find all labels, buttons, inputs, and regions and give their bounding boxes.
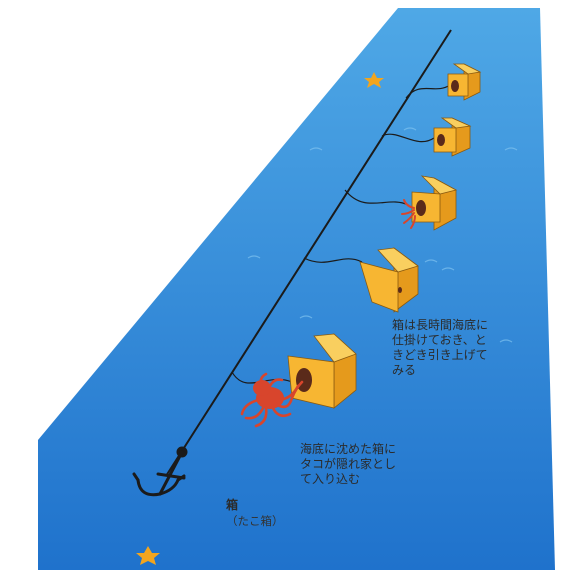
starfish-icon	[136, 546, 160, 565]
trap-box	[359, 247, 419, 313]
octopus-tentacles	[240, 372, 304, 428]
box-caption-line: みる	[392, 363, 417, 377]
trap-box	[287, 333, 357, 409]
trap-name-label: 箱	[226, 498, 239, 512]
branch-lines	[231, 84, 451, 384]
main-rope	[165, 29, 452, 477]
sink-caption-line: タコが隠れ家とし	[300, 457, 397, 471]
box-caption-line: きどき引き上げて	[392, 348, 488, 362]
sink-caption-line: 海底に沈めた箱に	[300, 442, 397, 456]
sink-caption: 海底に沈めた箱に タコが隠れ家とし て入り込む	[300, 442, 396, 487]
anchor-icon	[132, 446, 188, 497]
trap-box	[411, 175, 458, 231]
trap-subname-label: （たこ箱）	[226, 514, 284, 528]
box-caption-line: 仕掛けておき、と	[392, 333, 487, 347]
box-caption-line: 箱は長時間海底に	[392, 318, 489, 332]
trap-box	[447, 63, 482, 101]
octopus-icon	[401, 199, 416, 229]
seabed-ripples	[247, 127, 518, 343]
box-caption: 箱は長時間海底に 仕掛けておき、と きどき引き上げて みる	[392, 318, 488, 378]
trap-box	[433, 117, 472, 157]
sea-background	[38, 8, 555, 570]
starfish-icon	[364, 72, 384, 88]
sink-caption-line: て入り込む	[300, 472, 361, 486]
